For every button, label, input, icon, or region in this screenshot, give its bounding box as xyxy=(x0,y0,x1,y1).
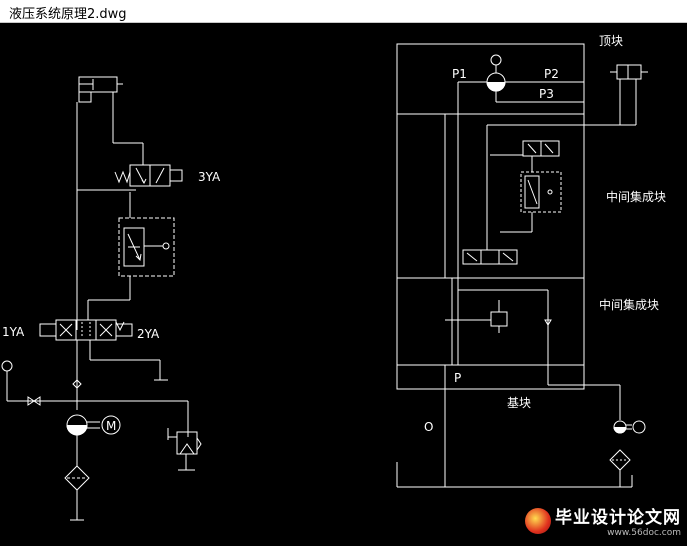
left-circuit: 3YA xyxy=(2,77,221,520)
watermark-logo-icon xyxy=(525,508,551,534)
title-bar: 液压系统原理2.dwg xyxy=(0,0,687,23)
pressure-gauge-icon xyxy=(2,361,77,401)
label-block-mid-1: 中间集成块 xyxy=(606,189,666,204)
label-p1: P1 xyxy=(452,67,467,81)
hydraulic-cylinder xyxy=(79,77,123,102)
relief-valve xyxy=(77,401,201,470)
label-p: P xyxy=(454,371,461,385)
valve-3ya xyxy=(115,165,182,186)
label-3ya: 3YA xyxy=(198,170,221,184)
filter xyxy=(65,435,89,520)
label-block-mid-2: 中间集成块 xyxy=(599,297,659,312)
label-2ya: 2YA xyxy=(137,327,160,341)
valve-1ya-2ya xyxy=(40,320,132,340)
right-circuit xyxy=(397,44,648,487)
window-title: 液压系统原理2.dwg xyxy=(9,3,127,22)
label-block-base: 基块 xyxy=(507,396,531,410)
label-motor-left: M xyxy=(106,419,116,433)
flow-control-valve xyxy=(88,192,174,320)
watermark: 毕业设计论文网 www.56doc.com xyxy=(525,503,681,538)
label-block-top: 顶块 xyxy=(599,34,623,48)
watermark-url: www.56doc.com xyxy=(555,528,681,538)
label-1ya: 1YA xyxy=(2,325,25,339)
watermark-main: 毕业设计论文网 xyxy=(555,503,681,528)
label-o: O xyxy=(424,420,433,434)
drawing-canvas[interactable]: 3YA xyxy=(0,22,687,542)
label-p3: P3 xyxy=(539,87,554,101)
label-p2: P2 xyxy=(544,67,559,81)
pump-motor: M xyxy=(67,415,120,435)
